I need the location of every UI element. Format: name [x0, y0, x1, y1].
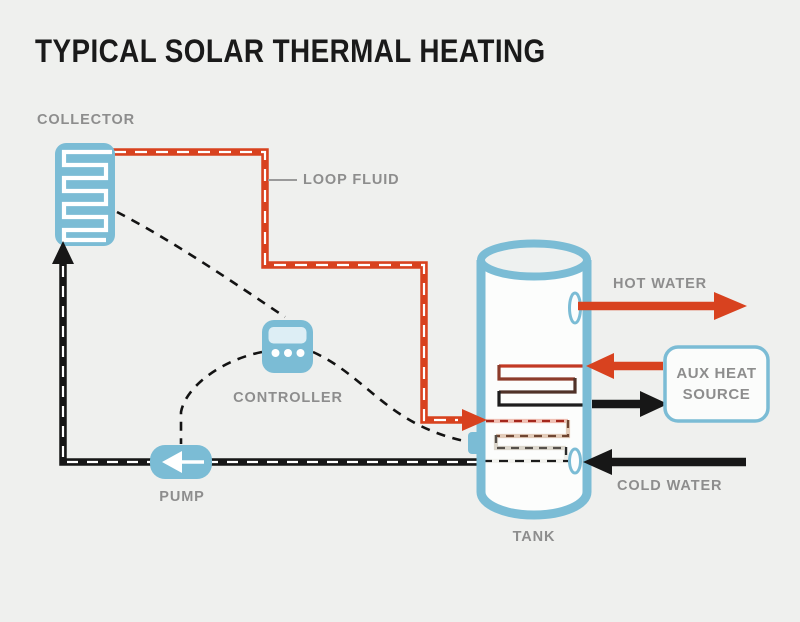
hot-water-label: HOT WATER	[613, 276, 708, 292]
tank-sensor-port	[468, 432, 484, 454]
aux-supply-arrow	[586, 353, 663, 379]
solar-loop-coil	[483, 418, 572, 464]
pump	[150, 445, 212, 479]
sensor-wire-controller-pump	[179, 350, 263, 444]
controller-button	[296, 349, 305, 357]
tank-bottom	[476, 491, 592, 520]
controller-label: CONTROLLER	[233, 390, 343, 406]
loop-fluid-label: LOOP FLUID	[303, 172, 400, 188]
loop-fluid-hot-pipe	[112, 148, 462, 424]
aux-heat-coil	[497, 364, 586, 407]
loop-fluid-return-pipe	[59, 262, 481, 466]
sensor-wire-collector-controller	[116, 210, 286, 319]
controller	[262, 320, 313, 373]
tank	[468, 239, 592, 520]
pump-label: PUMP	[159, 489, 205, 505]
tank-label: TANK	[512, 529, 556, 545]
cold-water-arrow	[583, 449, 746, 475]
sensor-wire-controller-tank	[312, 350, 470, 444]
controller-screen	[268, 327, 307, 344]
tank-top	[477, 239, 591, 281]
return-into-collector-arrowhead	[52, 241, 74, 264]
aux-heat-label-line1: AUX HEAT	[676, 365, 757, 382]
page-title: TYPICAL SOLAR THERMAL HEATING	[35, 33, 546, 69]
aux-heat-source-label: AUX HEAT SOURCE	[665, 347, 768, 421]
loop-into-tank-arrowhead	[462, 409, 487, 431]
collector-label: COLLECTOR	[37, 112, 136, 128]
controller-button	[271, 349, 280, 357]
collector	[55, 143, 115, 246]
pump-arrow-icon	[162, 451, 182, 473]
cold-water-label: COLD WATER	[617, 478, 723, 494]
collector-serpentine	[61, 149, 112, 243]
controller-button	[284, 349, 292, 357]
sensor-wires	[116, 210, 470, 444]
tank-body	[485, 260, 583, 515]
aux-return-arrow	[592, 391, 668, 417]
hot-water-arrow	[578, 292, 747, 320]
aux-heat-source-box	[663, 345, 770, 423]
aux-heat-label-line2: SOURCE	[682, 386, 751, 403]
cold-water-port	[568, 447, 582, 475]
